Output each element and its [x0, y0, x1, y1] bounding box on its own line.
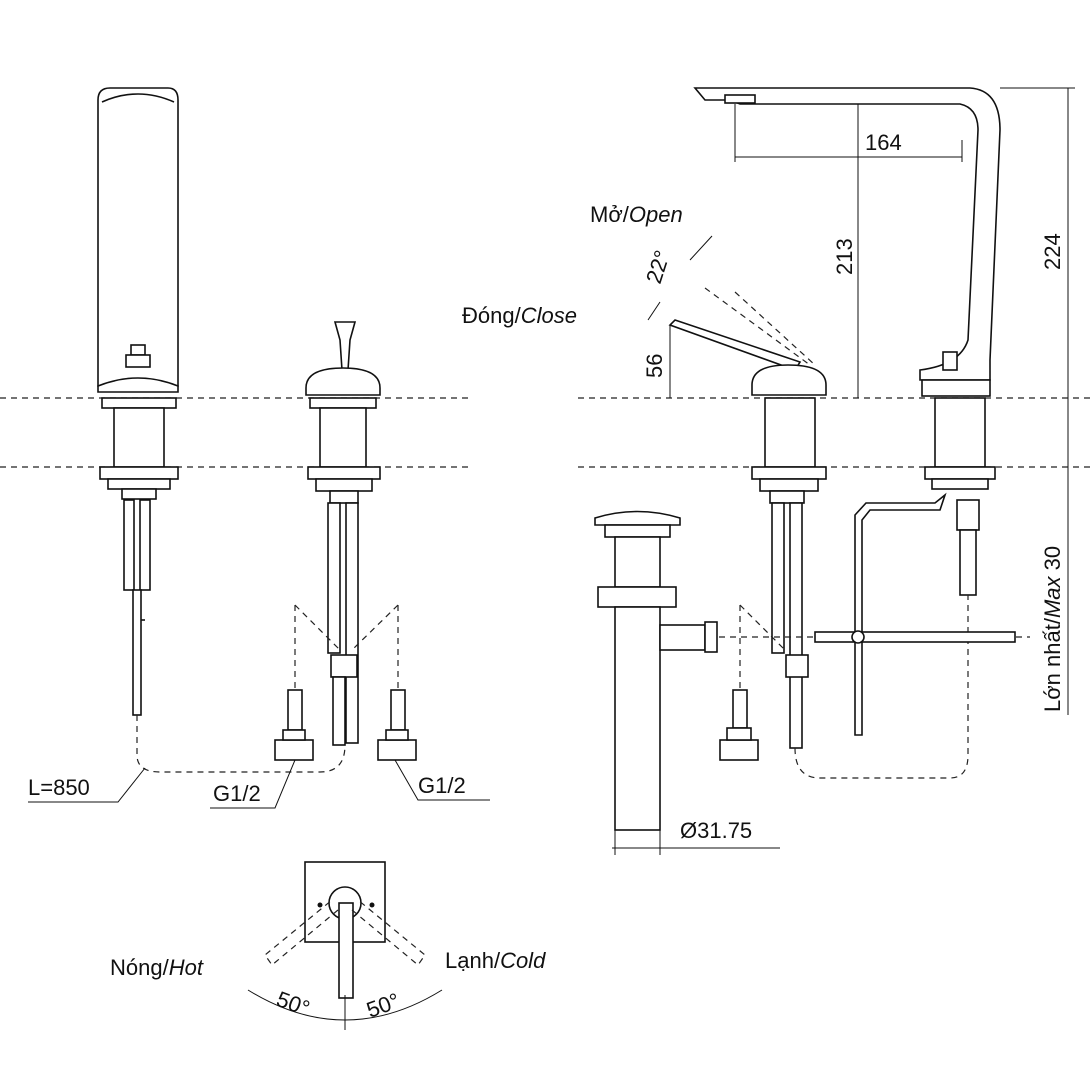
dimension-56: 56: [642, 325, 671, 398]
cold-label: Lạnh/Cold: [445, 948, 546, 973]
thread-left-label: G1/2: [213, 781, 261, 806]
max-30-label: Lớn nhất/Max 30: [1040, 546, 1065, 712]
dimension-164: 164: [734, 104, 963, 162]
counter-reference-lines: [0, 397, 1090, 468]
handle-angle-labels: Mở/Open 22° Đóng/Close: [462, 202, 713, 328]
hose-length-label: L=850: [28, 775, 90, 800]
dimension-max-30: Lớn nhất/Max 30: [1040, 398, 1069, 715]
spout-front-view: [97, 87, 179, 716]
handle-rotation-top-view: 50° 50° Nóng/Hot Lạnh/Cold: [110, 861, 546, 1030]
thread-left-callout: G1/2: [210, 759, 296, 809]
cold-angle-label: 50°: [363, 988, 403, 1023]
dimension-224: 224: [1000, 87, 1075, 398]
mixer-front-view: [136, 321, 417, 773]
angle-22-label: 22°: [641, 247, 675, 286]
thread-right-label: G1/2: [418, 773, 466, 798]
close-label: Đóng/Close: [462, 303, 577, 328]
dim-164-label: 164: [865, 130, 902, 155]
hot-label: Nóng/Hot: [110, 955, 204, 980]
spout-side-view: [693, 87, 1001, 736]
pop-up-drain: Ø31.75: [594, 510, 780, 855]
open-label: Mở/Open: [590, 202, 683, 227]
hose-length-callout: L=850: [28, 767, 146, 803]
drain-diameter-label: Ø31.75: [680, 818, 752, 843]
thread-right-callout: G1/2: [394, 759, 490, 801]
dimension-213: 213: [832, 104, 859, 398]
dim-224-label: 224: [1040, 233, 1065, 270]
dim-56-label: 56: [642, 354, 667, 378]
dim-213-label: 213: [832, 238, 857, 275]
mixer-side-view: [620, 287, 1030, 779]
